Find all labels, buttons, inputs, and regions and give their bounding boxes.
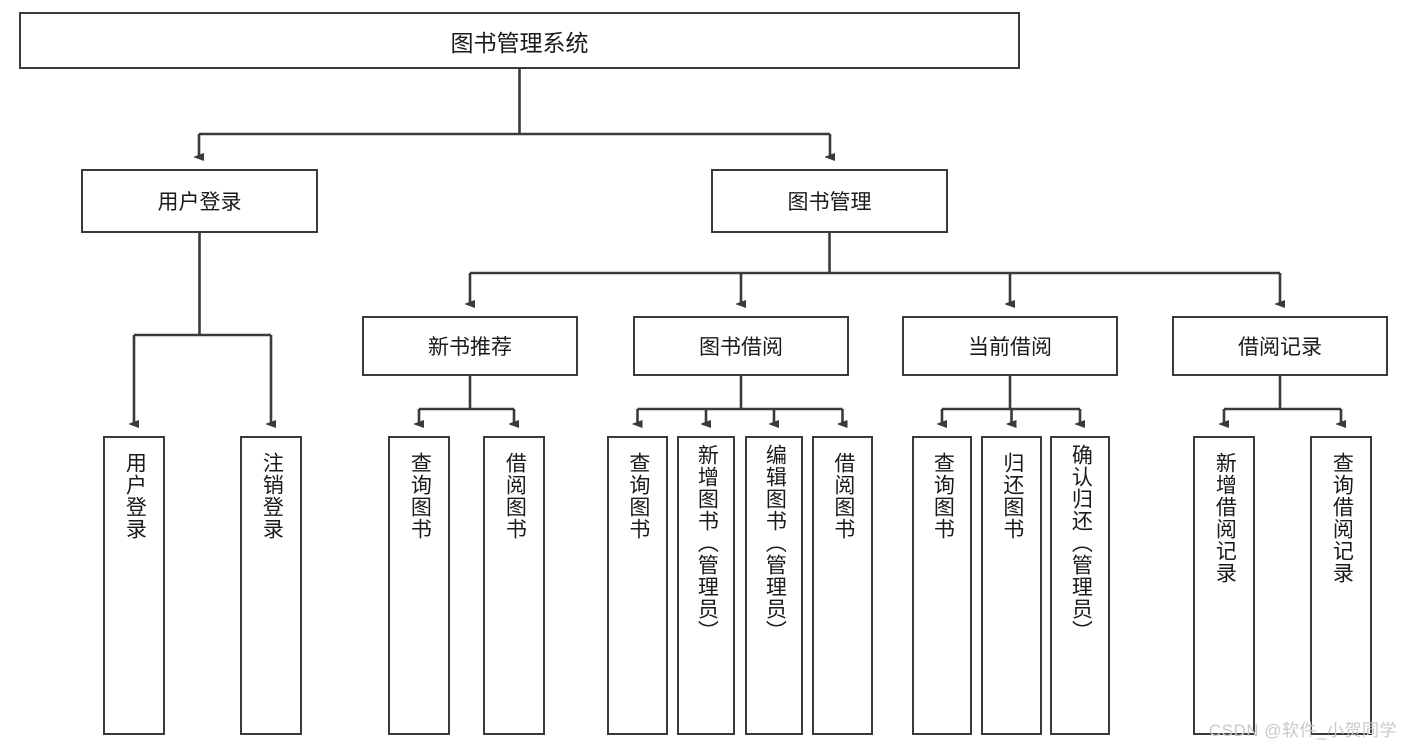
leaf-add-book-admin[interactable]: 新增图书（管理员） xyxy=(677,436,735,735)
node-label: 图书管理 xyxy=(787,191,872,214)
leaf-query-book-borrow[interactable]: 查询图书 xyxy=(607,436,668,735)
node-label: 新增图书（管理员） xyxy=(695,444,719,642)
node-label: 归还图书 xyxy=(1000,452,1024,540)
node-borrow-record[interactable]: 借阅记录 xyxy=(1172,316,1388,376)
node-label: 查询图书 xyxy=(626,452,650,540)
node-label: 查询图书 xyxy=(408,452,432,540)
node-label: 借阅图书 xyxy=(831,452,855,540)
node-label: 借阅记录 xyxy=(1238,336,1322,359)
node-label: 确认归还（管理员） xyxy=(1069,444,1093,642)
node-label: 当前借阅 xyxy=(968,336,1052,359)
node-label: 编辑图书（管理员） xyxy=(763,444,787,642)
leaf-user-login[interactable]: 用户登录 xyxy=(103,436,165,735)
watermark: CSDN @软件_小贺同学 xyxy=(1208,721,1397,740)
node-label: 查询借阅记录 xyxy=(1330,452,1354,584)
node-user-login[interactable]: 用户登录 xyxy=(81,169,318,233)
leaf-query-book-recommend[interactable]: 查询图书 xyxy=(388,436,450,735)
node-label: 借阅图书 xyxy=(503,452,527,540)
node-label: 图书管理系统 xyxy=(450,29,589,56)
node-root[interactable]: 图书管理系统 xyxy=(19,12,1020,69)
leaf-query-book-current[interactable]: 查询图书 xyxy=(912,436,972,735)
node-label: 图书借阅 xyxy=(699,336,783,359)
leaf-return-book[interactable]: 归还图书 xyxy=(981,436,1042,735)
node-book-management[interactable]: 图书管理 xyxy=(711,169,948,233)
node-new-book-recommend[interactable]: 新书推荐 xyxy=(362,316,578,376)
leaf-edit-book-admin[interactable]: 编辑图书（管理员） xyxy=(745,436,803,735)
leaf-borrow-book[interactable]: 借阅图书 xyxy=(812,436,873,735)
node-book-borrow[interactable]: 图书借阅 xyxy=(633,316,849,376)
node-label: 注销登录 xyxy=(260,452,284,540)
leaf-query-borrow-record[interactable]: 查询借阅记录 xyxy=(1310,436,1372,735)
leaf-confirm-return-admin[interactable]: 确认归还（管理员） xyxy=(1050,436,1110,735)
leaf-user-logout[interactable]: 注销登录 xyxy=(240,436,302,735)
node-label: 新书推荐 xyxy=(428,336,512,359)
node-label: 查询图书 xyxy=(931,452,955,540)
node-label: 用户登录 xyxy=(157,191,242,214)
node-label: 新增借阅记录 xyxy=(1213,452,1237,584)
leaf-add-borrow-record[interactable]: 新增借阅记录 xyxy=(1193,436,1255,735)
node-current-borrow[interactable]: 当前借阅 xyxy=(902,316,1118,376)
node-label: 用户登录 xyxy=(123,452,147,540)
leaf-borrow-book-recommend[interactable]: 借阅图书 xyxy=(483,436,545,735)
